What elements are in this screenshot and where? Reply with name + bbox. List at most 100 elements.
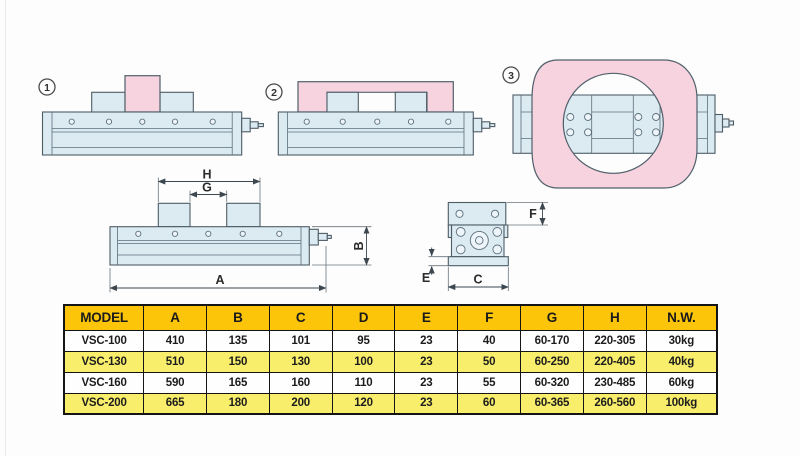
base-flange — [447, 256, 509, 267]
cell-G: 60-170 — [520, 329, 584, 352]
cell-A: 410 — [143, 329, 207, 352]
table-row-vsc-160: VSC-160 590 165 160 110 23 55 60-320 230… — [63, 371, 718, 394]
cell-C: 130 — [268, 350, 333, 373]
cell-H: 260-560 — [582, 392, 647, 415]
jaw-left — [326, 91, 359, 113]
view1-outside-clamping: 1 — [38, 75, 264, 156]
table-row-vsc-200: VSC-200 665 180 200 120 23 60 60-365 260… — [63, 392, 718, 415]
cell-F: 55 — [457, 371, 522, 394]
view3-ring-clamping: 3 — [502, 59, 735, 189]
body-detail-lines — [287, 112, 465, 155]
screw-holes — [135, 230, 283, 237]
drive-shaft — [472, 117, 496, 133]
dim-H: H — [157, 168, 261, 202]
jaw-right — [159, 91, 194, 113]
ring-workpiece — [531, 59, 698, 189]
cell-D: 110 — [331, 371, 396, 394]
cell-E: 23 — [394, 350, 459, 373]
center-bore-inner — [475, 236, 484, 245]
header-G: G — [520, 304, 584, 331]
view1-number: 1 — [44, 82, 50, 94]
cell-nw: 60kg — [645, 371, 718, 394]
circled-number-outline — [502, 66, 520, 84]
jaw-screw-holes — [566, 113, 660, 137]
cell-G: 60-250 — [520, 350, 584, 373]
dim-E: E — [422, 247, 449, 285]
body-detail-lines — [117, 226, 302, 265]
cell-G: 60-320 — [520, 371, 584, 394]
cell-F: 50 — [457, 350, 522, 373]
jaw-left — [157, 202, 191, 228]
cell-nw: 40kg — [645, 350, 718, 373]
cell-B: 135 — [205, 329, 270, 352]
dim-A: A — [109, 246, 327, 293]
cell-H: 220-305 — [582, 329, 647, 352]
cell-G: 60-365 — [520, 392, 584, 415]
cell-C: 160 — [268, 371, 333, 394]
jaw-right — [394, 91, 428, 113]
cell-model: VSC-100 — [63, 329, 145, 352]
jaw-right — [226, 202, 261, 228]
table-header-row: MODEL A B C D E F G H N.W. — [63, 304, 718, 331]
view1-badge: 1 — [38, 78, 56, 96]
cell-D: 120 — [331, 392, 396, 415]
dim-E-label: E — [422, 271, 430, 285]
header-E: E — [394, 304, 459, 331]
dim-H-label: H — [202, 168, 211, 182]
mount-holes — [455, 227, 503, 255]
header-A: A — [143, 304, 207, 331]
cell-F: 60 — [457, 392, 522, 415]
dim-C: C — [447, 267, 509, 291]
view2-number: 2 — [271, 87, 277, 99]
dim-C-label: C — [473, 273, 482, 287]
cell-D: 95 — [331, 329, 396, 352]
cell-E: 23 — [394, 371, 459, 394]
cell-A: 590 — [143, 371, 207, 394]
drive-shaft — [308, 228, 332, 246]
view3-badge: 3 — [502, 66, 520, 84]
spec-table-container: MODEL A B C D E F G H N.W. VSC-100 410 1… — [63, 304, 718, 415]
dimensioned-side-view: H G B A — [109, 168, 372, 293]
table-row-vsc-130: VSC-130 510 150 130 100 23 50 60-250 220… — [63, 350, 718, 373]
cell-model: VSC-200 — [63, 392, 145, 415]
cell-F: 40 — [457, 329, 522, 352]
cell-H: 230-485 — [582, 371, 647, 394]
page-edge-line — [5, 0, 6, 456]
dim-F: F — [507, 201, 548, 226]
cell-A: 665 — [143, 392, 207, 415]
screw-holes — [303, 118, 452, 125]
header-D: D — [331, 304, 396, 331]
header-nw: N.W. — [645, 304, 718, 331]
dim-G: G — [189, 181, 228, 202]
vise-body — [41, 111, 243, 156]
view2-badge: 2 — [265, 83, 283, 101]
jaw-left — [91, 91, 126, 113]
view3-number: 3 — [508, 70, 514, 82]
dim-G-label: G — [202, 181, 212, 195]
header-model: MODEL — [63, 304, 145, 331]
plate-hole — [490, 209, 500, 218]
vise-body — [277, 111, 474, 156]
drive-shaft — [241, 117, 264, 133]
technical-drawings: 1 — [38, 59, 735, 293]
side-ear-right — [503, 224, 509, 239]
dim-B-label: B — [352, 241, 366, 250]
body-detail-lines — [51, 112, 233, 155]
cell-E: 23 — [394, 392, 459, 415]
cell-D: 100 — [331, 350, 396, 373]
side-ear-left — [447, 224, 453, 239]
dim-F-label: F — [529, 207, 537, 221]
jaw-plate-right — [632, 94, 661, 154]
circled-number-outline — [38, 78, 56, 96]
cell-E: 23 — [394, 329, 459, 352]
cell-H: 220-405 — [582, 350, 647, 373]
workpiece — [124, 75, 161, 113]
view2-inside-clamping: 2 — [265, 81, 496, 156]
drive-shaft — [714, 113, 735, 133]
dim-B: B — [312, 226, 372, 266]
cell-model: VSC-160 — [63, 371, 145, 394]
screw-holes — [68, 118, 216, 125]
header-H: H — [582, 304, 647, 331]
header-B: B — [205, 304, 270, 331]
